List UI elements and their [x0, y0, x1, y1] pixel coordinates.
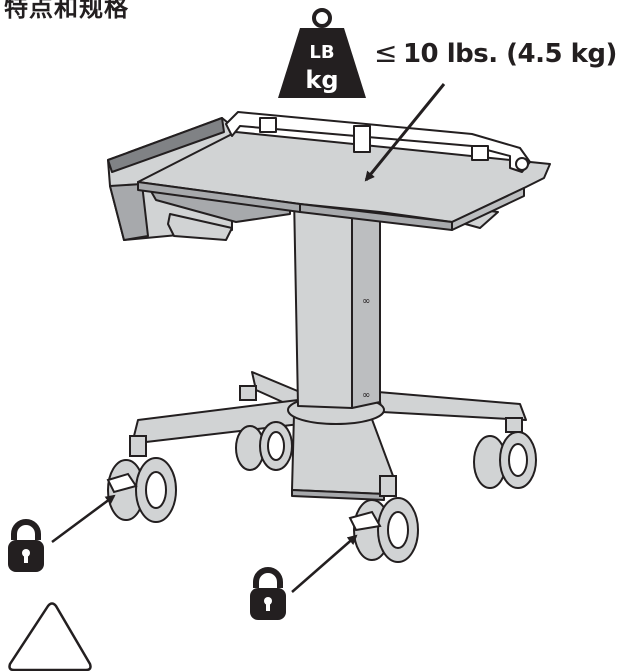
page-title: 特点和规格: [4, 0, 129, 22]
less-equal-symbol: ≤: [374, 36, 397, 69]
svg-text:∞: ∞: [362, 390, 370, 401]
padlock-icon: [8, 519, 44, 572]
caster-back-left: [235, 385, 293, 471]
weight-limit-value: 10 lbs. (4.5 kg): [402, 39, 617, 69]
caution-triangle-icon: [8, 602, 92, 671]
weight-arrow: [364, 83, 446, 182]
worksurface: [107, 111, 551, 241]
caster-front-left: [106, 435, 177, 523]
weight-icon-kg-label: kg: [305, 66, 338, 94]
caster-front-center: [348, 475, 419, 563]
weight-icon: LB kg: [278, 8, 366, 98]
weight-icon-lb-label: LB: [309, 42, 334, 63]
caster-back-right: [473, 417, 537, 489]
svg-text:∞: ∞: [362, 296, 370, 307]
weight-limit-label: ≤10 lbs. (4.5 kg): [374, 36, 617, 69]
cart-column: ∞ ∞: [293, 193, 381, 409]
lock-arrow-left: [51, 494, 116, 544]
padlock-icon: [250, 567, 286, 620]
lock-arrow-right: [291, 534, 358, 593]
